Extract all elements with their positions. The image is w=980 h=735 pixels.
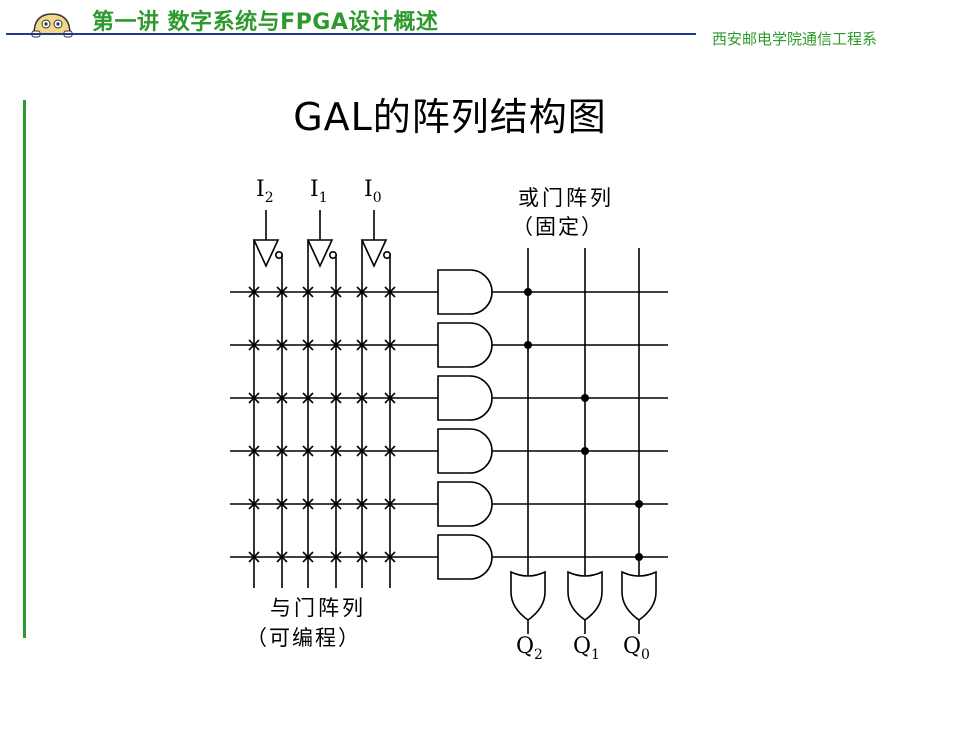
programmable-fuse-mark [330,551,342,563]
programmable-fuse-mark [248,392,260,404]
or-array-sublabel: （固定） [512,215,604,239]
and-array-label: 与门阵列 [270,596,366,620]
input-buffer-i2 [252,239,280,268]
and-gate [437,322,493,368]
programmable-fuse-mark [276,551,288,563]
input-buffer-i1 [306,239,334,268]
programmable-fuse-mark [276,392,288,404]
header-title: 第一讲 数字系统与FPGA设计概述 [92,10,439,35]
programmable-fuse-mark [384,551,396,563]
programmable-fuse-mark [248,286,260,298]
programmable-fuse-mark [248,445,260,457]
or-gate-q1 [567,570,603,621]
programmable-fuse-mark [302,498,314,510]
institution-name: 西安邮电学院通信工程系 [712,30,878,48]
programmable-fuse-mark [248,339,260,351]
programmable-fuse-mark [384,445,396,457]
programmable-fuse-mark [356,551,368,563]
programmable-fuse-mark [302,445,314,457]
programmable-fuse-mark [276,339,288,351]
input-label-i1: I1 [310,177,328,206]
programmable-fuse-mark [330,498,342,510]
programmable-fuse-mark [276,445,288,457]
programmable-fuse-mark [330,392,342,404]
or-gate-q2 [510,570,546,621]
programmable-fuse-mark [302,286,314,298]
mascot-logo-icon [12,13,92,38]
programmable-fuse-mark [276,286,288,298]
programmable-fuse-mark [356,445,368,457]
programmable-fuse-mark [384,392,396,404]
programmable-fuse-mark [276,498,288,510]
output-label-q0: Q0 [623,634,650,663]
programmable-fuse-mark [248,551,260,563]
output-label-q2: Q2 [516,634,543,663]
programmable-fuse-mark [330,339,342,351]
programmable-fuse-mark [356,339,368,351]
programmable-fuse-mark [384,498,396,510]
and-array-sublabel: （可编程） [246,626,361,650]
programmable-fuse-mark [248,498,260,510]
programmable-fuse-mark [302,392,314,404]
or-gate-q0 [621,570,657,621]
and-gate [437,375,493,421]
or-array-label: 或门阵列 [518,186,614,210]
programmable-fuse-mark [302,339,314,351]
and-gate [437,534,493,580]
left-accent-bar [23,100,26,638]
and-gate [437,481,493,527]
header-divider [6,33,696,35]
programmable-fuse-mark [384,339,396,351]
programmable-fuse-mark [302,551,314,563]
programmable-fuse-mark [356,286,368,298]
input-label-i0: I0 [364,177,382,206]
programmable-fuse-mark [384,286,396,298]
programmable-fuse-mark [356,392,368,404]
output-label-q1: Q1 [573,634,600,663]
input-buffer-i0 [360,239,388,268]
input-label-i2: I2 [256,177,274,206]
programmable-fuse-mark [356,498,368,510]
and-gate [437,428,493,474]
programmable-fuse-mark [330,286,342,298]
and-gate [437,269,493,315]
slide-title: GAL的阵列结构图 [293,95,607,139]
programmable-fuse-mark [330,445,342,457]
